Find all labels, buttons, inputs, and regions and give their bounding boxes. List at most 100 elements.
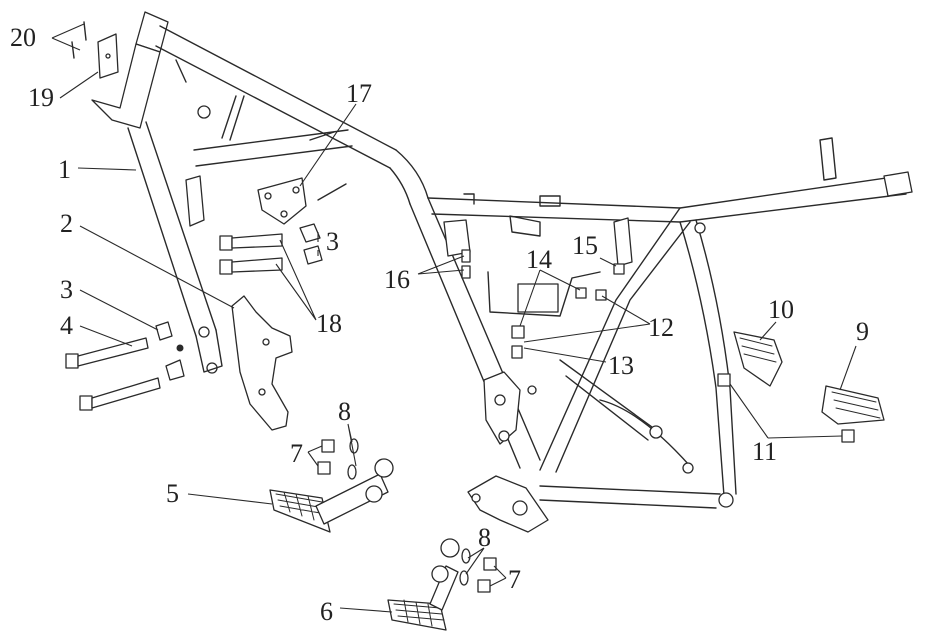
footpeg-6-teeth (393, 599, 445, 627)
leader-8-upper (347, 423, 357, 467)
callout-7-lower: 7 (508, 565, 521, 594)
leader-5 (187, 493, 273, 505)
leader-20 (51, 23, 85, 51)
rear-strut-upper (539, 207, 681, 471)
callout-16: 16 (384, 265, 410, 294)
bolt-7a (321, 439, 335, 453)
part-17-rods (309, 131, 347, 201)
fastener-16b (461, 265, 471, 279)
callout-18: 18 (316, 309, 342, 338)
callout-6: 6 (320, 597, 333, 626)
footpeg-5-pivot-b (365, 485, 383, 503)
washer-8d (459, 570, 469, 586)
footpeg-10-body (733, 331, 783, 387)
leader-13 (523, 347, 607, 363)
nut-3d (165, 359, 185, 381)
bottom-tube-upper (539, 485, 721, 495)
callout-labels: 20 19 1 2 3 4 3 18 17 16 14 15 12 13 10 … (10, 23, 869, 626)
part-10-rear-footpeg (717, 331, 783, 387)
bolt-18a-head (219, 235, 233, 251)
part-2-hole-b (258, 388, 266, 396)
callout-3-top: 3 (326, 227, 339, 256)
top-tube-bend-inner (389, 167, 411, 205)
rear-subframe-left (679, 221, 725, 497)
front-boss (197, 105, 211, 119)
footpeg-10-teeth (739, 337, 777, 363)
leader-16 (417, 255, 465, 275)
leader-15 (599, 257, 617, 267)
fastener-14 (575, 287, 587, 299)
part-17-mount-plate (257, 177, 307, 225)
part-17-hole-a (264, 192, 272, 200)
part-4-long-bolts (65, 321, 185, 411)
footpeg-9-teeth (831, 391, 881, 419)
bolt-4b-shank (91, 377, 161, 409)
fastener-16a (461, 249, 471, 263)
bolt-11b (841, 429, 855, 443)
bolt-4a-shank (77, 337, 149, 367)
callout-15: 15 (572, 231, 598, 260)
bottom-tube-lower (539, 499, 717, 509)
part-20-clips (71, 21, 87, 59)
leader-lines (51, 23, 857, 613)
top-tube-upper-edge (159, 25, 397, 151)
part-5-footpeg-assembly (269, 438, 394, 533)
bolt-4b-head (79, 395, 93, 411)
callout-11: 11 (752, 437, 777, 466)
steering-head-tube (91, 43, 161, 129)
callout-1: 1 (58, 155, 71, 184)
swingarm-pivot-plate (467, 475, 549, 533)
leader-6 (339, 607, 393, 613)
wiring-bracket (487, 271, 601, 317)
rear-gusset (613, 217, 633, 267)
engine-mount-hole-a (494, 394, 506, 406)
cross-brace-node (649, 425, 663, 439)
pivot-hole-b (512, 500, 528, 516)
callout-12: 12 (648, 313, 674, 342)
callout-10: 10 (768, 295, 794, 324)
leader-9 (839, 345, 857, 391)
nut-3a (299, 223, 321, 243)
callout-2: 2 (60, 209, 73, 238)
callout-13: 13 (608, 351, 634, 380)
seat-rail-bracket (509, 215, 541, 237)
leader-14 (519, 269, 581, 327)
leader-7-lower (489, 565, 507, 587)
engine-mount-hole-b (498, 430, 510, 442)
part-17-hole-b (292, 186, 300, 194)
front-struts (175, 59, 245, 141)
fastener-12 (595, 289, 607, 301)
washer-8c (461, 548, 471, 564)
bolt-18b-shank (231, 257, 283, 273)
bolt-18b-head (219, 259, 233, 275)
footpeg-5-teeth (275, 491, 327, 521)
fastener-13-bolt (511, 345, 523, 359)
small-washer (176, 344, 184, 352)
engine-mount-plate (483, 371, 521, 445)
top-tube-bend-outer (395, 149, 429, 199)
part-9-rear-footpeg (821, 385, 885, 443)
down-tube-left (127, 127, 197, 337)
footpeg-6-pivot-b (431, 565, 449, 583)
fastener-15 (613, 263, 625, 275)
bolt-7c (483, 557, 497, 571)
top-tube-lower-edge (155, 45, 391, 169)
rear-tab (819, 137, 837, 181)
leader-2 (79, 225, 235, 309)
callout-5: 5 (166, 479, 179, 508)
lower-node (682, 462, 694, 474)
callout-8-lower: 8 (478, 523, 491, 552)
bolt-7d (477, 579, 491, 593)
pivot-hole-a (471, 493, 481, 503)
leader-4 (79, 325, 133, 347)
down-tube-right (145, 121, 217, 331)
callout-20: 20 (10, 23, 36, 52)
leader-8-lower (465, 547, 485, 575)
leader-11 (729, 383, 843, 439)
rear-subframe-end (718, 492, 734, 508)
lower-curve-brace (599, 399, 691, 467)
callout-14: 14 (526, 245, 552, 274)
callout-17: 17 (346, 79, 372, 108)
